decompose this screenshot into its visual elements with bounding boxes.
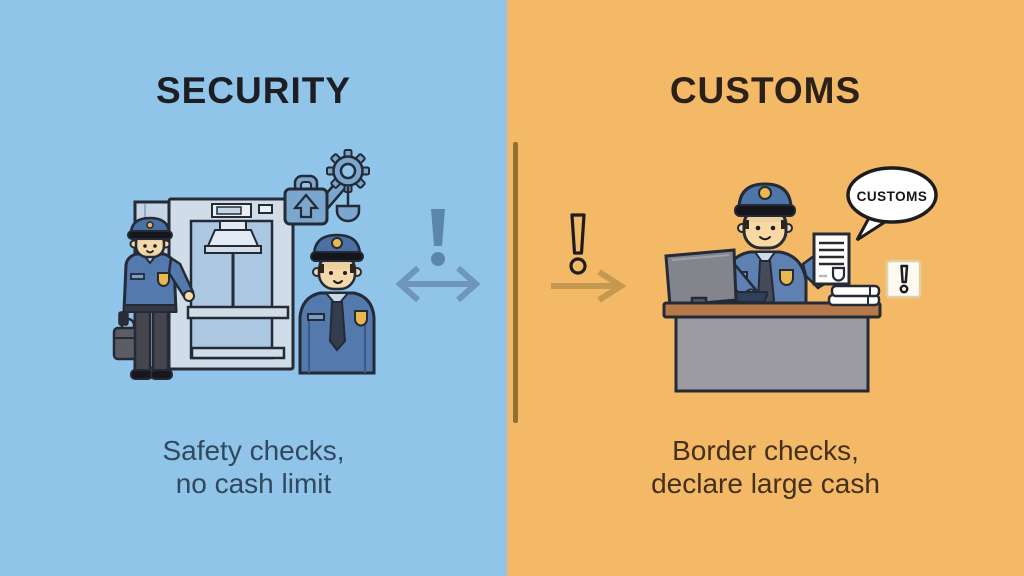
double-arrow-icon: [395, 265, 481, 303]
speech-bubble-label: CUSTOMS: [857, 189, 928, 204]
exclamation-icon: [431, 209, 445, 266]
books-icon: [827, 284, 881, 307]
officer-bust-icon: [298, 233, 376, 375]
right-arrow-icon: [551, 269, 627, 303]
tie-icon: [328, 301, 347, 352]
customs-illustration: CUSTOMS: [662, 166, 938, 393]
security-caption-line1: Safety checks,: [162, 435, 345, 466]
security-illustration: [112, 149, 376, 380]
customs-caption: Border checks, declare large cash: [507, 434, 1024, 500]
exclamation-outline-icon: [569, 213, 587, 275]
padlock-icon: [283, 174, 329, 226]
shield-stamp-icon: [831, 266, 846, 282]
badge-icon: [157, 272, 170, 287]
security-title: SECURITY: [155, 70, 352, 111]
customs-caption-line2: declare large cash: [651, 468, 880, 499]
up-arrow-glyph: [292, 193, 320, 219]
panel-divider-line: [513, 142, 518, 423]
customs-caption-line1: Border checks,: [672, 435, 859, 466]
gear-icon: [326, 149, 370, 193]
security-caption: Safety checks, no cash limit: [0, 434, 507, 500]
badge-icon: [354, 310, 368, 327]
desk-icon: [662, 301, 882, 393]
shovel-icon: [335, 204, 361, 223]
alert-card-icon: [885, 259, 922, 299]
speech-bubble-icon: CUSTOMS: [846, 166, 938, 242]
security-caption-line2: no cash limit: [175, 468, 332, 499]
inspection-tools-icon: [283, 149, 370, 226]
customs-title: CUSTOMS: [669, 70, 862, 111]
badge-icon: [779, 269, 794, 286]
security-panel: SECURITY: [0, 0, 507, 576]
document-icon: [812, 232, 851, 286]
security-officer-icon: [112, 216, 195, 380]
